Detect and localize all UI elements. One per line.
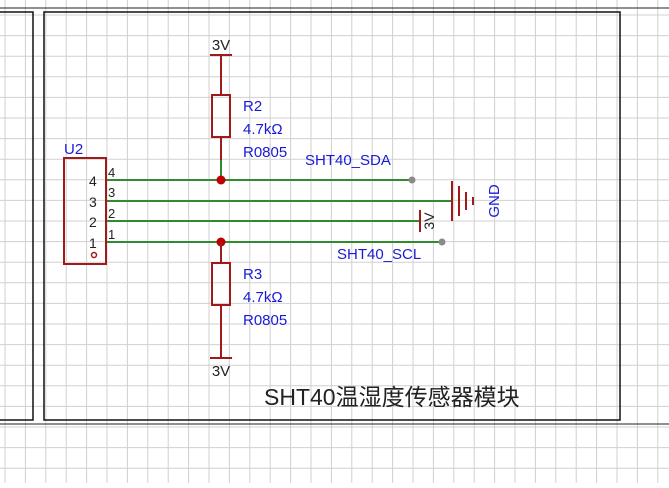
power-label-bottom: 3V xyxy=(212,363,230,380)
pin-number-outer-4: 4 xyxy=(89,173,97,189)
pin-number-outer-3: 3 xyxy=(89,194,97,210)
module-title: SHT40温湿度传感器模块 xyxy=(264,384,520,410)
net-end-sda xyxy=(408,176,416,184)
r2-footprint: R0805 xyxy=(243,144,287,161)
resistor-r2[interactable] xyxy=(211,55,231,160)
connector-u2[interactable] xyxy=(63,157,107,265)
r3-footprint: R0805 xyxy=(243,312,287,329)
pin-number-wire-4: 4 xyxy=(108,165,115,180)
r3-ref: R3 xyxy=(243,266,262,283)
resistor-r3[interactable] xyxy=(211,242,231,358)
power-label-side: 3V xyxy=(421,212,437,230)
pin-number-outer-2: 2 xyxy=(89,214,97,230)
ground-label: GND xyxy=(486,184,503,218)
r3-value: 4.7kΩ xyxy=(243,289,283,306)
sheet-frame xyxy=(43,11,621,421)
r2-value: 4.7kΩ xyxy=(243,121,283,138)
net-label-sda: SHT40_SDA xyxy=(305,152,391,169)
left-sheet-frame xyxy=(0,11,34,421)
wires xyxy=(106,137,452,263)
pin-number-wire-3: 3 xyxy=(108,185,115,200)
net-end-scl xyxy=(438,238,446,246)
ground-symbol[interactable] xyxy=(451,181,474,221)
r2-ref: R2 xyxy=(243,98,262,115)
connector-ref: U2 xyxy=(64,141,83,158)
pin-number-wire-2: 2 xyxy=(108,206,115,221)
pin-number-wire-1: 1 xyxy=(108,227,115,242)
pin-number-outer-1: 1 xyxy=(89,235,97,251)
power-label-top: 3V xyxy=(212,37,230,54)
junction-sda xyxy=(216,175,226,185)
net-label-scl: SHT40_SCL xyxy=(337,246,421,263)
